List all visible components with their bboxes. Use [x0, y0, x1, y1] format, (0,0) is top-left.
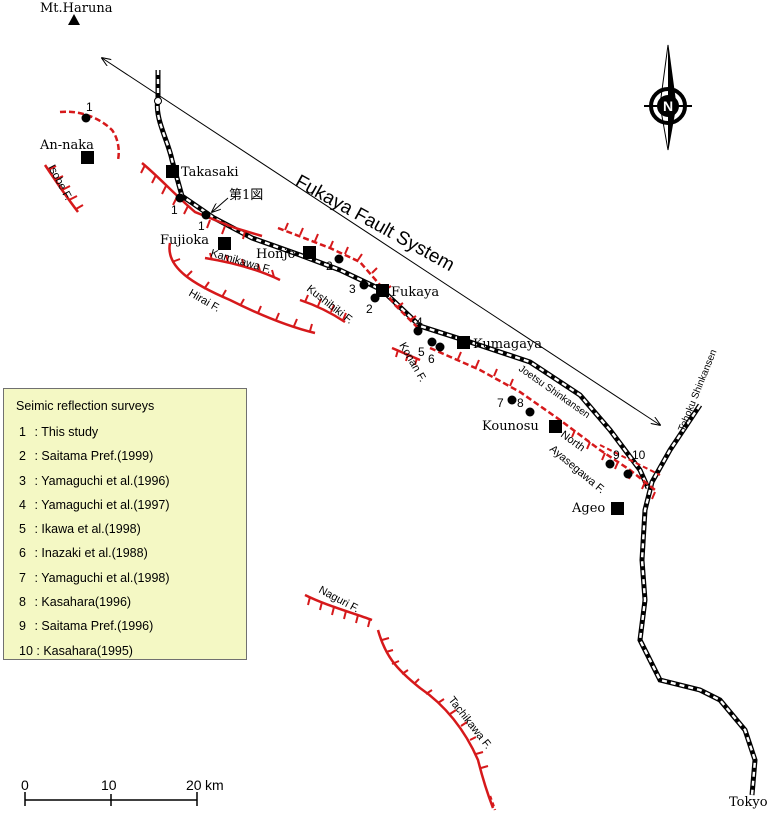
city-label-takasaki: Takasaki — [181, 165, 239, 180]
legend-title: Seimic reflection surveys — [16, 399, 155, 413]
survey-number: 1 — [171, 203, 178, 217]
survey-point — [525, 407, 535, 417]
legend-num: 10 — [19, 643, 33, 658]
legend-num: 6 — [19, 546, 26, 561]
survey-point — [334, 254, 344, 264]
legend-item: 2 : Saitama Pref.(1999) — [19, 444, 246, 468]
legend-num: 8 — [19, 595, 26, 610]
city-label-fujioka: Fujioka — [160, 233, 209, 248]
legend-num: 9 — [19, 619, 26, 634]
survey-number: 9 — [613, 448, 620, 462]
legend-label: Ikawa et al.(1998) — [41, 522, 141, 537]
survey-number: 6 — [428, 352, 435, 366]
figure-ref-label: 第1図 — [229, 188, 263, 203]
city-marker-kumagaya — [457, 336, 470, 349]
survey-point — [413, 326, 423, 336]
survey-number: 1 — [86, 100, 93, 114]
survey-point — [201, 210, 211, 220]
legend-num: 5 — [19, 522, 26, 537]
survey-number: 8 — [517, 396, 524, 410]
mountain-icon — [68, 14, 80, 25]
survey-point — [507, 395, 517, 405]
scale-tick: 0 — [21, 777, 29, 793]
fault-label-isobe: Isobe F. — [45, 163, 74, 203]
railway-label-tohoku: Tohoku Shinkansen — [677, 348, 720, 433]
city-label-fukaya: Fukaya — [391, 285, 439, 300]
survey-number: 1 — [198, 219, 205, 233]
city-label-kounosu: Kounosu — [482, 419, 539, 434]
legend-item: 4 : Yamaguchi et al.(1997) — [19, 493, 246, 517]
legend-item: 6 : Inazaki et al.(1988) — [19, 541, 246, 565]
city-label-ageo: Ageo — [571, 501, 605, 516]
fault-label-naguri: Naguri F. — [317, 584, 362, 615]
legend-label: Saitama Pref.(1996) — [41, 619, 154, 634]
legend-item: 5 : Ikawa et al.(1998) — [19, 517, 246, 541]
city-marker-fujioka — [218, 237, 231, 250]
legend-item: 8 : Kasahara(1996) — [19, 590, 246, 614]
survey-point — [427, 337, 437, 347]
city-marker-ageo — [611, 502, 624, 515]
city-label-kumagaya: Kumagaya — [473, 337, 542, 352]
north-label: N — [663, 98, 673, 114]
legend-num: 2 — [19, 449, 26, 464]
survey-number: 4 — [416, 315, 423, 329]
legend-label: Inazaki et al.(1988) — [41, 546, 148, 561]
rail-junction — [154, 97, 162, 105]
legend-label: This study — [41, 425, 99, 439]
legend-item: 7 : Yamaguchi et al.(1998) — [19, 566, 246, 590]
city-label-annaka: An-naka — [39, 138, 94, 153]
fault-label-hirai: Hirai F. — [187, 287, 223, 315]
tohoku-shinkansen-line — [637, 403, 758, 796]
survey-point — [435, 342, 445, 352]
survey-point — [175, 193, 185, 203]
scale-tick: 20 — [186, 777, 202, 793]
legend-label: Kasahara(1996) — [41, 595, 132, 610]
profile-arrow-line — [102, 58, 660, 425]
city-label-honjo: Honjo — [256, 247, 296, 262]
north-arrow-icon: N — [644, 44, 692, 151]
legend-label: Kasahara(1995) — [43, 643, 133, 658]
legend-num: 3 — [19, 473, 26, 488]
scale-bar: 0 10 20 km — [21, 777, 224, 806]
survey-point — [359, 280, 369, 290]
legend-item: 10 : Kasahara(1995) — [19, 639, 246, 663]
city-marker-takasaki — [166, 165, 179, 178]
city-marker-annaka — [81, 151, 94, 164]
survey-point — [623, 469, 633, 479]
legend-box: Seimic reflection surveys 1 : This study… — [3, 388, 247, 660]
legend-label: Saitama Pref.(1999) — [41, 449, 154, 464]
city-markers — [81, 151, 624, 515]
city-label-tokyo: Tokyo — [729, 795, 768, 810]
scale-tick: 10 — [101, 777, 117, 793]
survey-number: 2 — [366, 302, 373, 316]
legend-item: 9 : Saitama Pref.(1996) — [19, 614, 246, 638]
survey-number: 2 — [326, 259, 333, 273]
city-marker-kounosu — [549, 420, 562, 433]
legend-list: 1 : This study 2 : Saitama Pref.(1999) 3… — [16, 420, 246, 663]
survey-point — [81, 113, 91, 123]
mountain-label: Mt.Haruna — [40, 1, 113, 16]
legend-num: 1 — [19, 425, 26, 439]
survey-point — [605, 459, 615, 469]
legend-label: Yamaguchi et al.(1998) — [41, 570, 170, 585]
survey-points — [81, 113, 633, 479]
survey-number: 5 — [418, 345, 425, 359]
survey-number: 7 — [497, 396, 504, 410]
legend-num: 4 — [19, 497, 26, 512]
city-marker-honjo — [303, 246, 316, 259]
fault-lines — [43, 110, 661, 811]
legend-item: 3 : Yamaguchi et al.(1996) — [19, 469, 246, 493]
legend-item: 1 : This study — [19, 420, 246, 444]
city-marker-fukaya — [376, 284, 389, 297]
legend-num: 7 — [19, 570, 26, 585]
legend-label: Yamaguchi et al.(1997) — [41, 497, 170, 512]
figure-ref-arrow — [212, 197, 229, 212]
survey-number: 10 — [632, 448, 646, 462]
survey-number: 3 — [349, 282, 356, 296]
legend-label: Yamaguchi et al.(1996) — [41, 473, 170, 488]
survey-numbers: 1 1 1 2 3 2 4 5 6 7 8 9 10 — [86, 100, 646, 462]
scale-unit: km — [205, 777, 224, 793]
